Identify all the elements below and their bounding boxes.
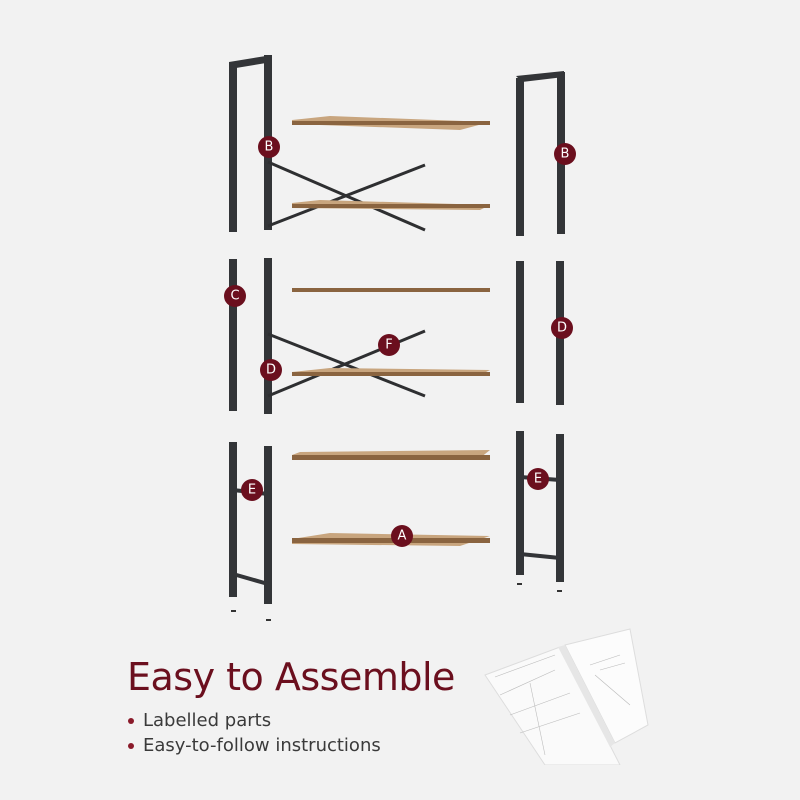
bullet-icon [128, 742, 134, 749]
cross-brace-middle [267, 329, 426, 398]
svg-text:A: A [398, 529, 407, 544]
shelf-4 [292, 368, 490, 376]
svg-text:D: D [266, 363, 276, 378]
feature-item: Easy-to-follow instructions [128, 733, 381, 758]
feature-item: Labelled parts [128, 708, 381, 733]
part-label-d-right: D [551, 317, 573, 339]
part-label-b-left: B [258, 136, 280, 158]
svg-text:E: E [534, 472, 542, 487]
part-label-a: A [391, 525, 413, 547]
svg-text:B: B [265, 140, 274, 155]
cross-brace-top [267, 160, 426, 232]
part-label-e-left: E [241, 479, 263, 501]
shelf-3 [292, 288, 490, 292]
middle-left-post-d [264, 258, 272, 414]
exploded-assembly-diagram: B B C D D F E E A [224, 55, 576, 621]
page-title: Easy to Assemble [127, 655, 455, 699]
middle-left-post-c [229, 259, 237, 411]
part-label-e-right: E [527, 468, 549, 490]
bullet-icon [128, 717, 134, 724]
part-label-b-right: B [554, 143, 576, 165]
shelf-top [292, 116, 490, 130]
svg-text:F: F [385, 338, 392, 353]
instruction-manual-image [484, 628, 649, 765]
middle-right-post [516, 261, 524, 403]
part-label-c: C [224, 285, 246, 307]
shelf-2 [292, 200, 490, 210]
svg-text:E: E [248, 483, 256, 498]
svg-text:D: D [557, 321, 567, 336]
part-label-f: F [378, 334, 400, 356]
shelf-bottom-a [292, 533, 490, 546]
part-label-d-left: D [260, 359, 282, 381]
svg-text:B: B [561, 147, 570, 162]
svg-text:C: C [230, 289, 239, 304]
feature-list: Labelled parts Easy-to-follow instructio… [128, 708, 381, 758]
bottom-left-frame [229, 442, 272, 621]
bottom-right-frame [516, 431, 564, 592]
shelf-5 [292, 450, 490, 460]
